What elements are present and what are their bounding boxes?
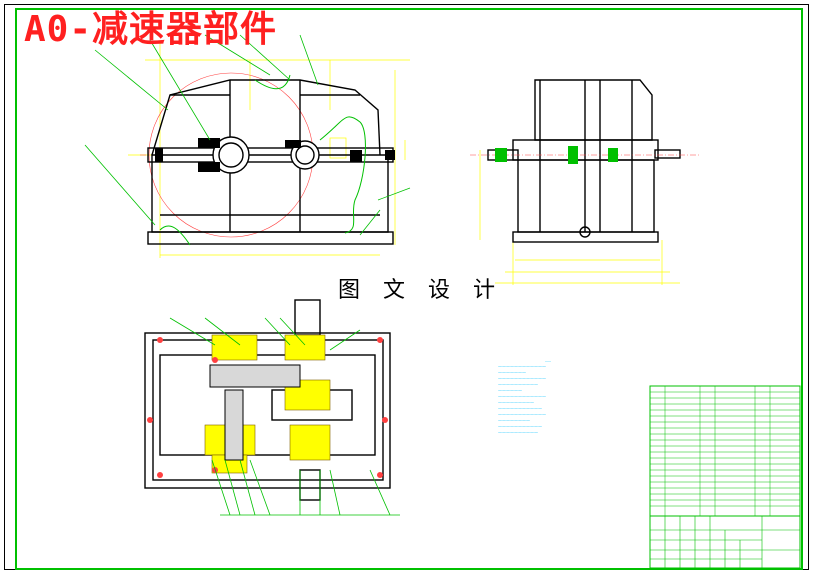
note-line: ——————————— [498,406,542,411]
note-line: ———————————— [498,412,546,417]
note-line: ———————————— [498,394,546,399]
note-line: —————————— [498,430,538,435]
side-view [470,79,700,285]
notes-heading-mark: … [545,357,551,364]
watermark: 图 文 设 计 [338,278,503,303]
technical-notes: … ———————————— ——————— ———————————— ————… [498,357,598,436]
note-line: —————— [498,388,522,393]
front-view [84,34,411,258]
note-line: ——————————— [498,424,542,429]
note-line: ———————— [498,418,530,423]
parts-list-table [649,385,801,517]
top-view [144,299,400,516]
title-block [649,515,801,569]
note-line: ———————————— [498,364,546,369]
note-line: —————————— [498,382,538,387]
note-line: ————————— [498,400,534,405]
note-line: ———————————— [498,376,546,381]
drawing-frame [15,8,803,570]
note-line: ——————— [498,370,526,375]
drawing-title: A0-减速器部件 [24,9,278,50]
